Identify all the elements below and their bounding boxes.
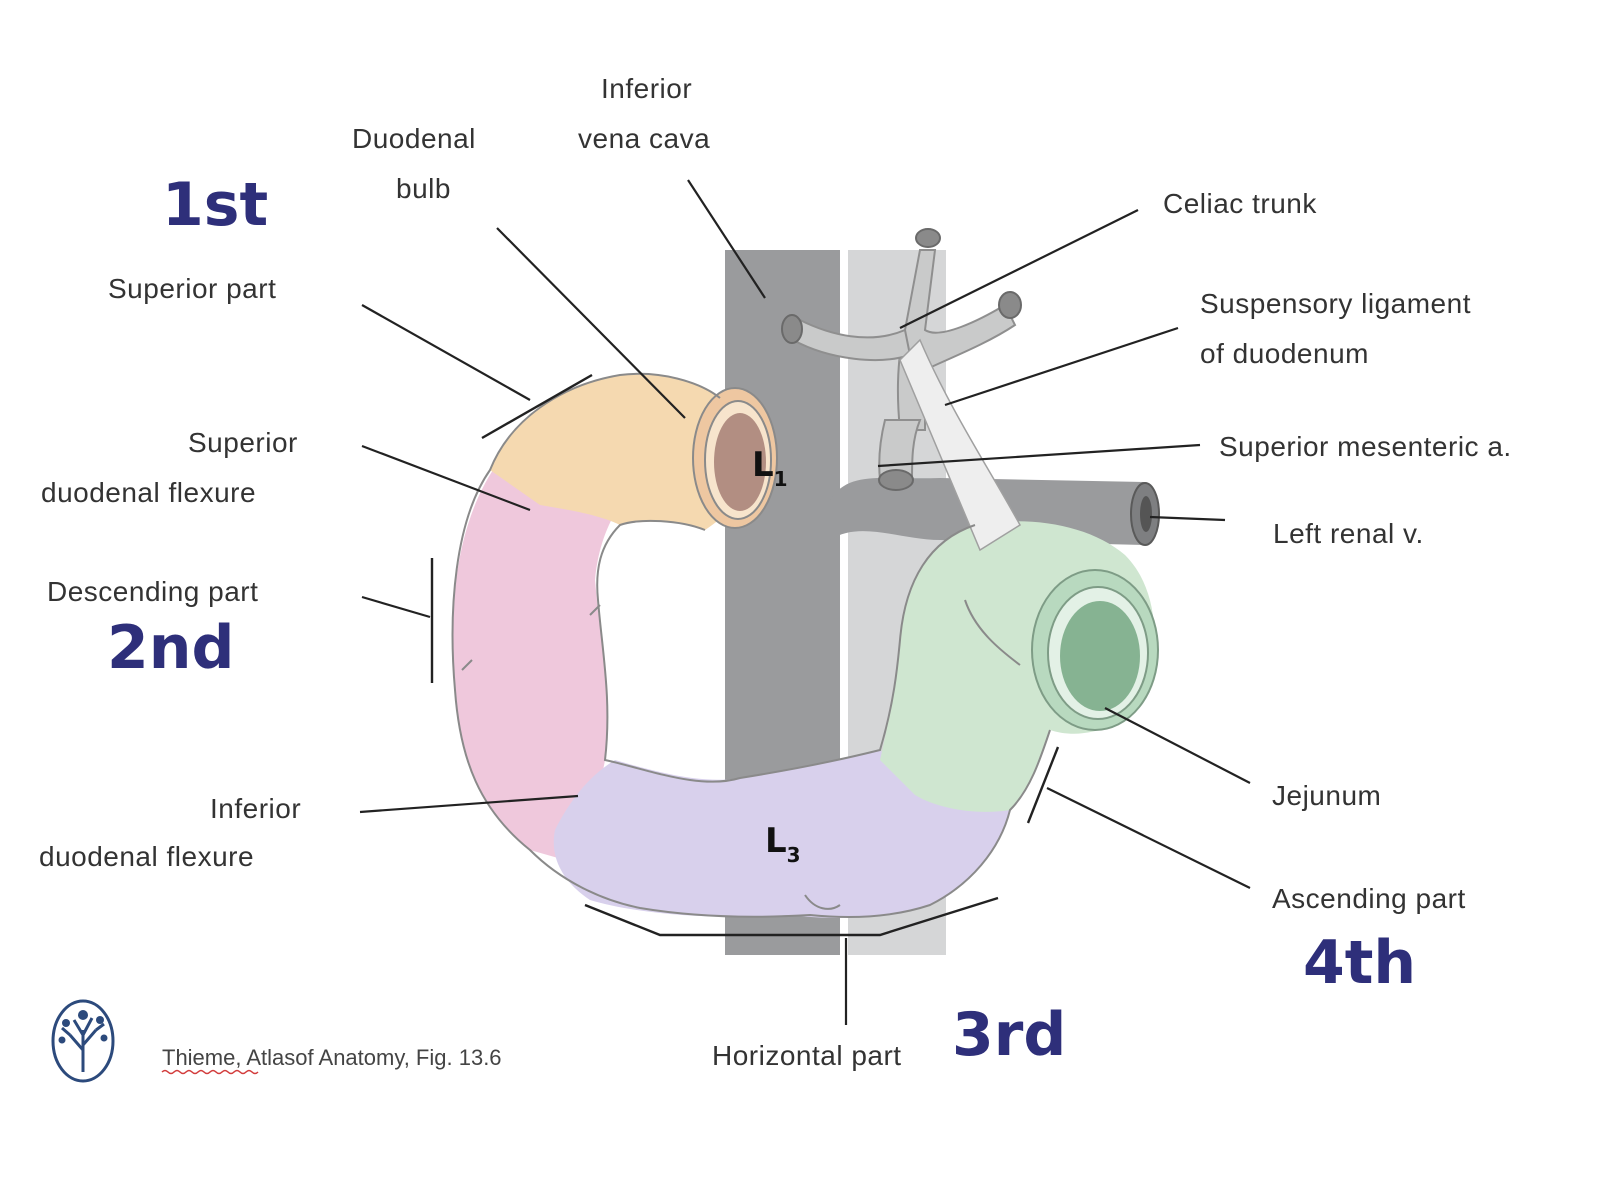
vertebra-l3-label: L3 bbox=[765, 821, 801, 867]
inferior-flexure-label-line1: Inferior bbox=[210, 793, 301, 824]
inferior-flexure-label-line2: duodenal flexure bbox=[39, 841, 254, 872]
fourth-part-number: 4th bbox=[1303, 928, 1416, 998]
part-extent-bars bbox=[430, 373, 1060, 937]
inferior-vena-cava-label-line1: Inferior bbox=[601, 73, 692, 104]
suspensory-ligament-label-line2: of duodenum bbox=[1200, 338, 1369, 369]
ascending-part-label: Ascending part bbox=[1272, 883, 1466, 914]
source-details: , Atlasof Anatomy, Fig. 13.6 bbox=[235, 1045, 501, 1070]
first-part-number: 1st bbox=[162, 170, 268, 240]
superior-flexure-label-line2: duodenal flexure bbox=[41, 477, 256, 508]
jejunum-opening-shape bbox=[1031, 569, 1159, 731]
celiac-trunk-shape bbox=[781, 228, 1022, 431]
superior-mesenteric-label: Superior mesenteric a. bbox=[1219, 431, 1512, 462]
duodenum-outline bbox=[451, 372, 1051, 918]
duodenal-bulb-label-line2: bulb bbox=[396, 173, 451, 204]
duodenal-bulb-label-line1: Duodenal bbox=[352, 123, 476, 154]
suspensory-ligament-label-line1: Suspensory ligament bbox=[1200, 288, 1471, 319]
horizontal-part-label: Horizontal part bbox=[712, 1040, 902, 1071]
horizontal-part-shape bbox=[553, 750, 1010, 918]
source-name: Thieme bbox=[162, 1045, 235, 1070]
suspensory-ligament-shape bbox=[899, 338, 1021, 552]
superior-flexure-label-line1: Superior bbox=[188, 427, 298, 458]
celiac-trunk-label: Celiac trunk bbox=[1163, 188, 1317, 219]
jejunum-label: Jejunum bbox=[1272, 780, 1381, 811]
vertebra-l1-label: L1 bbox=[752, 445, 788, 491]
descending-part-label: Descending part bbox=[47, 576, 258, 607]
left-renal-vein-label: Left renal v. bbox=[1273, 518, 1424, 549]
superior-part-shape bbox=[490, 373, 755, 530]
third-part-number: 3rd bbox=[952, 1000, 1066, 1070]
leader-lines bbox=[359, 179, 1251, 1025]
duodenal-bulb-opening-shape bbox=[692, 387, 778, 529]
spellcheck-underline bbox=[161, 1069, 259, 1075]
descending-part-shape bbox=[452, 460, 620, 860]
inferior-vena-cava-label-line2: vena cava bbox=[578, 123, 710, 154]
source-caption: Thieme, Atlasof Anatomy, Fig. 13.6 bbox=[162, 1045, 502, 1070]
superior-part-label: Superior part bbox=[108, 273, 276, 304]
second-part-number: 2nd bbox=[107, 613, 234, 683]
tree-logo-icon bbox=[51, 999, 115, 1083]
